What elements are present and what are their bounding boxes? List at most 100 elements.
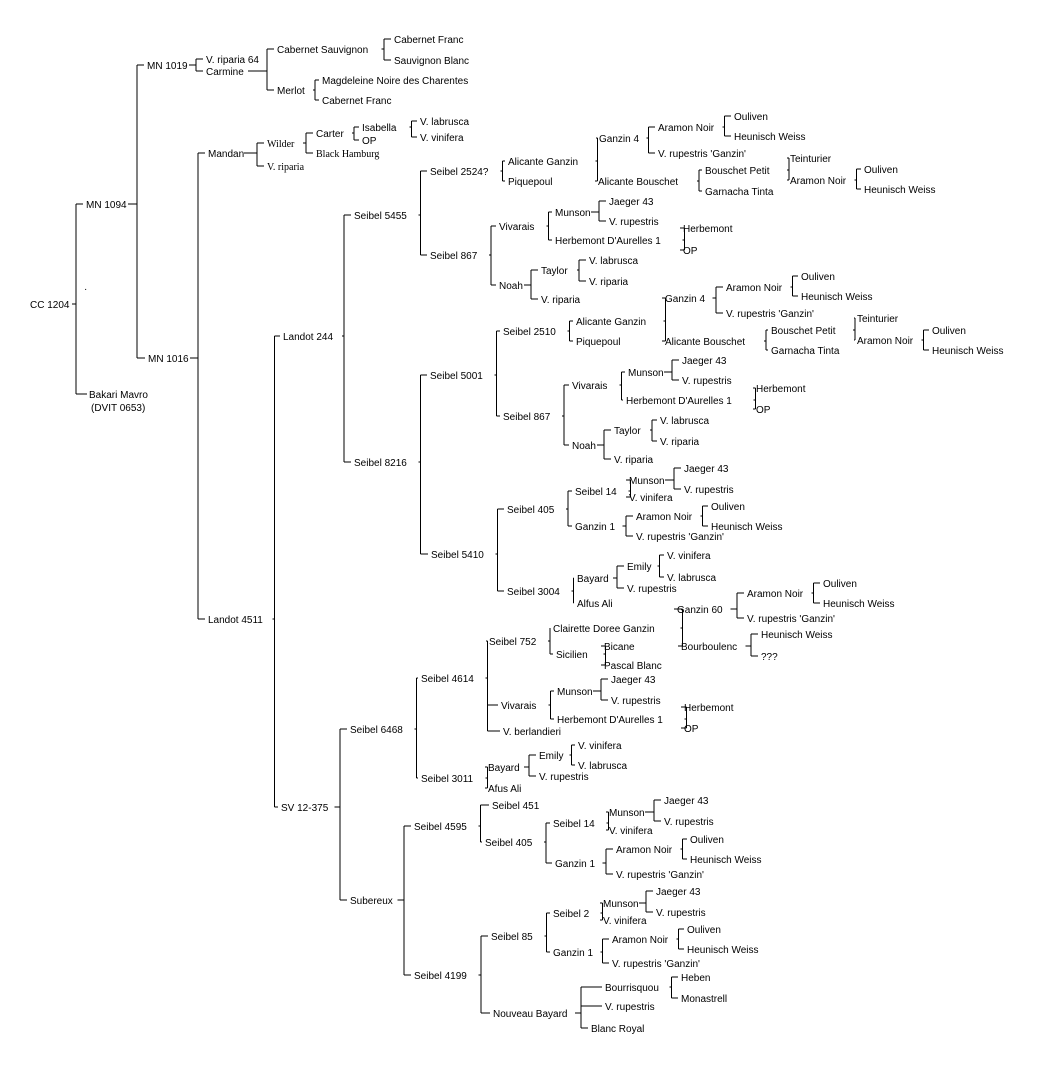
node-munson: Munson [603,899,639,910]
node-noah: Noah [572,441,596,452]
node-v-berlandieri: V. berlandieri [503,727,561,738]
node-cabernet-franc: Cabernet Franc [322,96,391,107]
node-op: OP [683,246,698,257]
node-seibel-4595: Seibel 4595 [414,822,467,833]
node-ouliven: Ouliven [711,502,745,513]
node-ganzin-1: Ganzin 1 [575,522,615,533]
node-v-rupestris: V. rupestris [605,1002,655,1013]
node-seibel-405: Seibel 405 [507,505,555,516]
node-op: OP [362,136,377,147]
node-heunisch-weiss: Heunisch Weiss [864,185,936,196]
node-aramon-noir: Aramon Noir [747,589,804,600]
node-ganzin-1: Ganzin 1 [555,859,595,870]
node-carmine: Carmine [206,67,244,78]
node-aramon-noir: Aramon Noir [636,512,693,523]
node-seibel-2524: Seibel 2524? [430,167,489,178]
node-jaeger-43: Jaeger 43 [664,796,709,807]
node-seibel-4199: Seibel 4199 [414,971,467,982]
node-sv-12-375: SV 12-375 [281,803,329,814]
node-v-riparia: V. riparia [541,295,581,306]
node-v-rupestris: V. rupestris [611,696,661,707]
node-bouschet-petit: Bouschet Petit [771,326,836,337]
node-teinturier: Teinturier [790,154,832,165]
node-v-rupestris: V. rupestris [609,217,659,228]
node-aramon-noir: Aramon Noir [612,935,669,946]
node-cabernet-franc: Cabernet Franc [394,35,463,46]
node-taylor: Taylor [614,426,641,437]
node-seibel-14: Seibel 14 [553,819,595,830]
node-v-labrusca: V. labrusca [420,117,470,128]
node-wilder: Wilder [267,139,295,150]
node-cc-1204: CC 1204 [30,300,70,311]
node-munson: Munson [609,808,645,819]
node-v-riparia: V. riparia [589,277,629,288]
node-monastrell: Monastrell [681,994,727,1005]
node-herbemont-d-aurelles-1: Herbemont D'Aurelles 1 [557,715,663,726]
node-seibel-2510: Seibel 2510 [503,327,556,338]
node-magdeleine-noire-des-charentes: Magdeleine Noire des Charentes [322,76,468,87]
node-aramon-noir: Aramon Noir [616,845,673,856]
node-seibel-752: Seibel 752 [489,637,537,648]
node-v-rupestris-ganzin: V. rupestris 'Ganzin' [636,532,724,543]
node-v-labrusca: V. labrusca [578,761,628,772]
node-munson: Munson [557,687,593,698]
node-jaeger-43: Jaeger 43 [609,197,654,208]
node-merlot: Merlot [277,86,305,97]
node-bourboulenc: Bourboulenc [681,642,737,653]
node-herbemont-d-aurelles-1: Herbemont D'Aurelles 1 [555,236,661,247]
node-v-vinifera: V. vinifera [420,133,464,144]
node-seibel-14: Seibel 14 [575,487,617,498]
node-ganzin-1: Ganzin 1 [553,948,593,959]
node-ouliven: Ouliven [823,579,857,590]
node-cabernet-sauvignon: Cabernet Sauvignon [277,45,368,56]
node-v-rupestris: V. rupestris [627,584,677,595]
node-ouliven: Ouliven [932,326,966,337]
node-landot-4511: Landot 4511 [208,615,263,626]
node-bourrisquou: Bourrisquou [605,983,659,994]
node-seibel-6468: Seibel 6468 [350,725,403,736]
node-ouliven: Ouliven [690,835,724,846]
node-seibel-5001: Seibel 5001 [430,371,483,382]
node-v-rupestris: V. rupestris [682,376,732,387]
node-v-vinifera: V. vinifera [603,916,647,927]
node-landot-244: Landot 244 [283,332,333,343]
node-v-rupestris-ganzin: V. rupestris 'Ganzin' [726,309,814,320]
node-sicilien: Sicilien [556,650,588,661]
node-heunisch-weiss: Heunisch Weiss [690,855,762,866]
node-aramon-noir: Aramon Noir [790,176,847,187]
node-bakari-mavro-line-2: (DVIT 0653) [91,403,145,414]
node-munson: Munson [555,208,591,219]
node-ganzin-4: Ganzin 4 [599,134,639,145]
node-munson: Munson [628,368,664,379]
node-seibel-867: Seibel 867 [503,412,551,423]
node-herbemont: Herbemont [684,703,734,714]
node-op: OP [684,724,699,735]
node-heunisch-weiss: Heunisch Weiss [801,292,873,303]
node-mandan: Mandan [208,149,244,160]
node-mn-1094: MN 1094 [86,200,127,211]
node-seibel-4614: Seibel 4614 [421,674,474,685]
node-seibel-5455: Seibel 5455 [354,211,407,222]
node-node: ??? [761,652,778,663]
node-heben: Heben [681,973,710,984]
node-clairette-doree-ganzin: Clairette Doree Ganzin [553,624,655,635]
node-ouliven: Ouliven [734,112,768,123]
node-seibel-451: Seibel 451 [492,801,540,812]
node-garnacha-tinta: Garnacha Tinta [771,346,840,357]
node-mn-1016: MN 1016 [148,354,189,365]
node-jaeger-43: Jaeger 43 [611,675,656,686]
node-nouveau-bayard: Nouveau Bayard [493,1009,568,1020]
node-bakari-mavro-line-1: Bakari Mavro [89,390,148,401]
node-heunisch-weiss: Heunisch Weiss [932,346,1004,357]
node-mn-1019: MN 1019 [147,61,188,72]
node-munson: Munson [629,476,665,487]
node-heunisch-weiss: Heunisch Weiss [761,630,833,641]
node-alicante-bouschet: Alicante Bouschet [598,177,678,188]
node-herbemont: Herbemont [756,384,806,395]
node-taylor: Taylor [541,266,568,277]
node-v-labrusca: V. labrusca [589,256,639,267]
node-v-vinifera: V. vinifera [578,741,622,752]
node-ouliven: Ouliven [864,165,898,176]
node-herbemont-d-aurelles-1: Herbemont D'Aurelles 1 [626,396,732,407]
